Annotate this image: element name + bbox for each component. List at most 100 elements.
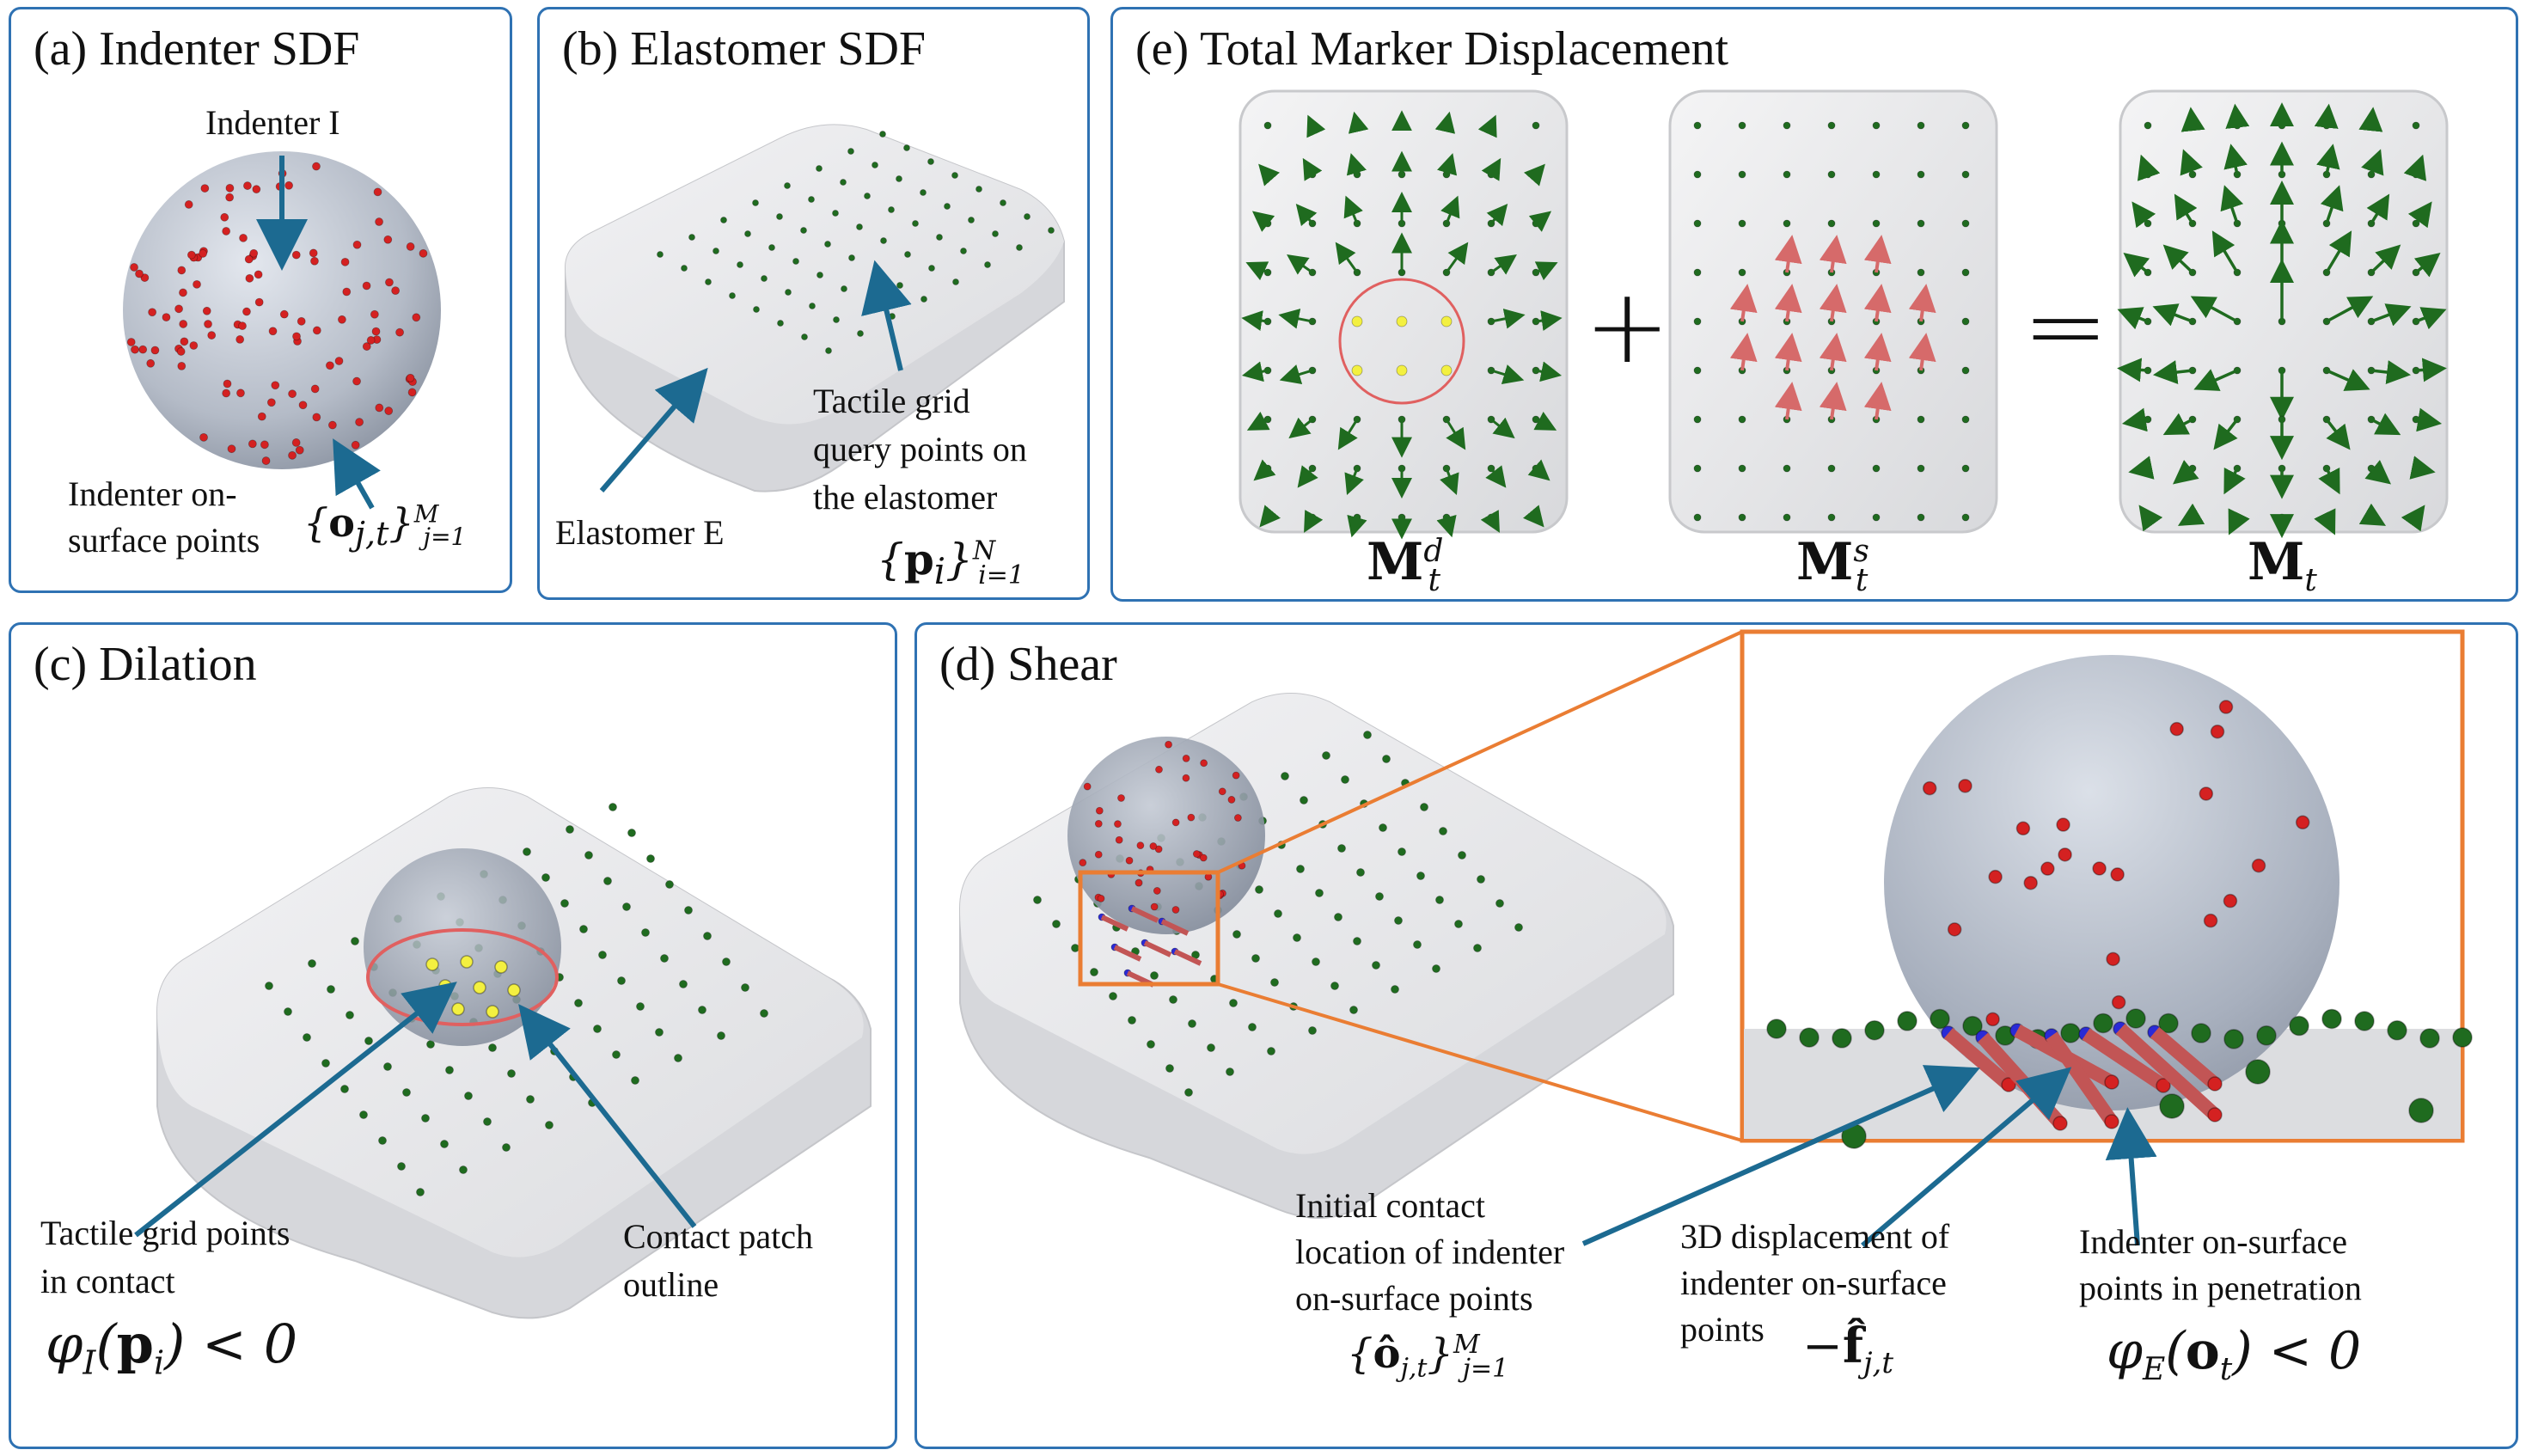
dilation-vector [1287,254,1313,275]
dilation-vector [1436,514,1457,538]
grid-point [579,925,588,933]
surface-point [222,227,231,236]
grid-point [1300,796,1308,804]
surface-point [366,336,376,345]
contact-point [473,981,486,994]
surface-point [268,327,278,336]
contact-point [451,1002,465,1016]
dilation-vector [1490,364,1525,385]
dilation-vector [1440,195,1460,224]
surface-point [245,273,254,283]
grid-point [903,144,910,151]
zoom-grid-point [2158,1012,2179,1034]
grid-point [507,1069,516,1078]
indenter-point [1094,819,1103,828]
elastomer-figure [565,124,1065,492]
grid-point [744,230,751,237]
grid-point [944,203,951,210]
indenter-point [1135,878,1143,887]
grid-point [440,1140,449,1148]
grid-point [1341,775,1349,784]
dilation-vector [1481,157,1502,181]
grid-point [445,1066,454,1074]
surface-point [177,361,187,370]
zoom-indenter-point [2056,817,2070,832]
grid-point [598,951,607,959]
total-vector [2137,154,2161,181]
grid-point [660,954,669,963]
surface-point [362,342,371,351]
zoom-grid-point [2452,1027,2473,1048]
shear-vector [1863,235,1892,273]
dilation-vector [1344,468,1364,496]
surface-point [126,338,136,346]
total-vector [2358,503,2387,526]
surface-point [239,233,248,242]
shear-vector [1863,284,1892,322]
indenter-point [1199,853,1208,862]
dilation-vector [1245,261,1269,281]
zoom-grid-point [1930,1008,1950,1030]
grid-point [1458,851,1466,860]
surface-point [150,346,160,355]
shear-vector [1863,333,1892,371]
surface-point [395,327,404,337]
grid-point [627,829,636,837]
grid-point [832,210,839,217]
indenter-sphere-zoom [1884,655,2339,1110]
contact-marker [1440,364,1453,376]
grid-point [864,193,871,199]
contact-circle-e [1338,278,1465,405]
penetration-label-1: Indenter on-surface [2079,1222,2348,1261]
grid-point [825,347,832,354]
grid-point [523,847,531,856]
equals-sign: = [2022,267,2109,387]
surface-point [179,320,188,328]
dilation-vector [1535,361,1563,382]
surface-point [174,304,183,314]
surface-point [184,200,193,209]
dilation-vector [1279,364,1313,385]
grid-point [833,316,840,323]
indenter-point [1117,794,1125,802]
panel-a-title: (a) Indenter SDF [34,22,360,76]
surface-point [385,278,394,287]
surface-point [326,361,334,370]
grid-point [421,1114,430,1123]
dilation-vector [1295,203,1318,227]
grid-point [784,182,791,189]
zoom-indenter-point [2058,847,2072,862]
surface-point [180,337,189,346]
shear-vector [1908,284,1936,322]
zoom-grid-point [1897,1011,1917,1031]
dilation-vector [1524,163,1545,187]
zoom-grid-point [2060,1023,2081,1043]
grid-point [768,244,775,251]
dilation-vector [1533,411,1557,431]
surface-point [406,242,415,251]
surface-point [225,183,235,193]
surface-point [351,440,360,450]
dilation-vector [1347,514,1367,538]
zoom-grid-point [2223,1029,2244,1049]
penetration-label-2: points in penetration [2079,1269,2362,1307]
initial-contact-math: {ôj,t}Mj=1 [1347,1330,1509,1384]
dilation-vector [1346,153,1367,176]
total-vector [2370,244,2401,274]
indenter-point [1094,850,1103,859]
outline-arrow [518,1004,697,1228]
total-vector [2370,303,2412,327]
surface-point [238,321,247,331]
grid-point [1454,920,1463,928]
surface-point [355,418,364,426]
grid-point [785,289,792,296]
grid-point [1184,1088,1193,1097]
indenter-point [1115,835,1123,844]
grid-point [752,199,759,206]
total-vector [2121,407,2149,432]
surface-point [199,249,207,258]
surface-point [291,250,301,260]
surface-point [243,181,252,190]
total-vector [2223,144,2248,175]
surface-point [375,217,383,226]
